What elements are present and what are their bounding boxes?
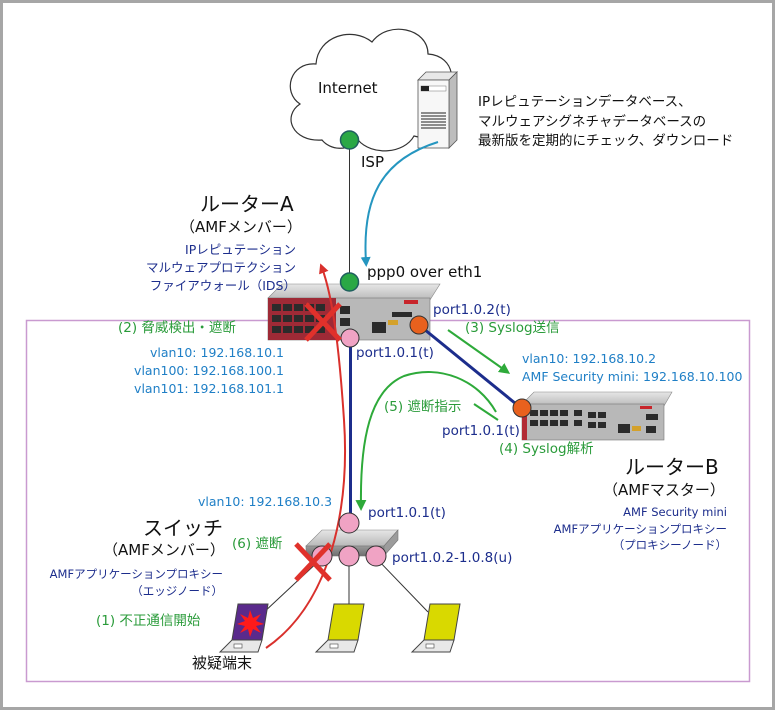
router-a-port1-0-1-label: port1.0.1(t) <box>356 345 434 361</box>
router-b-device <box>521 391 673 441</box>
switch-feature: （エッジノード） <box>131 583 223 598</box>
router-b-feature: （プロキシーノード） <box>612 538 727 553</box>
internet-label: Internet <box>318 79 378 97</box>
step-5-label: (5) 遮断指示 <box>384 399 462 415</box>
switch-role: （AMFメンバー） <box>103 541 225 559</box>
router-a-vlan: vlan101: 192.168.101.1 <box>134 381 284 397</box>
router-b-features: AMF Security mini AMFアプリケーションプロキシー （プロキシ… <box>554 504 727 554</box>
block-mark-router-a-icon <box>304 302 342 342</box>
router-a-vlans: vlan10: 192.168.10.1 vlan100: 192.168.10… <box>134 344 284 398</box>
step-2-label: (2) 脅威検出・遮断 <box>118 320 236 336</box>
switch-port1-0-4 <box>365 545 387 567</box>
laptop-2-icon <box>314 603 365 653</box>
router-a-name: ルーターA <box>200 192 294 216</box>
router-a-port1-0-2-label: port1.0.2(t) <box>433 302 511 318</box>
router-a-feature: マルウェアプロテクション <box>145 260 296 276</box>
suspect-terminal-label: 被疑端末 <box>192 654 253 672</box>
internet-cloud-icon <box>289 28 453 152</box>
trunk-router-a-to-router-b <box>418 323 522 410</box>
router-a-role: （AMFメンバー） <box>180 218 302 236</box>
step-1-label: (1) 不正通信開始 <box>96 613 201 629</box>
router-a-port1-0-2 <box>409 315 429 335</box>
router-b-port1-0-1 <box>512 398 532 418</box>
block-mark-switch-icon <box>294 542 332 582</box>
update-description-line: 最新版を定期的にチェック、ダウンロード <box>478 133 734 150</box>
router-b-vlan: AMF Security mini: 192.168.10.100 <box>522 369 743 385</box>
step-3-label: (3) Syslog送信 <box>465 320 560 336</box>
router-b-port-label: port1.0.1(t) <box>442 423 520 439</box>
update-server-icon <box>417 71 458 149</box>
block-instruction-arrow <box>355 371 497 511</box>
access-link-1 <box>261 557 323 615</box>
switch-vlan: vlan10: 192.168.10.3 <box>198 494 333 509</box>
router-b-feature: AMF Security mini <box>623 505 727 519</box>
update-description-line: IPレピュテーションデータベース、 <box>478 94 692 110</box>
router-a-features: IPレピュテーション マルウェアプロテクション ファイアウォール（IDS） <box>146 241 296 295</box>
router-a-wan-port-label: ppp0 over eth1 <box>367 263 483 281</box>
access-link-3 <box>375 557 429 613</box>
router-b-vlans: vlan10: 192.168.10.2 AMF Security mini: … <box>522 350 742 386</box>
download-arrow <box>360 141 439 267</box>
router-b-role: （AMFマスター） <box>603 481 725 499</box>
router-b-vlan: vlan10: 192.168.10.2 <box>522 351 657 366</box>
suspect-laptop-icon <box>218 603 269 653</box>
router-a-feature: IPレピュテーション <box>185 242 296 257</box>
router-a-vlan: vlan10: 192.168.10.1 <box>149 345 284 360</box>
router-b-name: ルーターB <box>625 455 719 479</box>
step-4-label: (4) Syslog解析 <box>499 441 594 457</box>
router-b-feature: AMFアプリケーションプロキシー <box>553 521 727 536</box>
switch-uplink-port-label: port1.0.1(t) <box>368 505 446 521</box>
update-description-line: マルウェアシグネチャデータベースの <box>478 113 707 130</box>
isp-label: ISP <box>361 153 384 171</box>
syslog-analyze-arrow <box>473 403 499 421</box>
update-description: IPレピュテーションデータベース、 マルウェアシグネチャデータベースの 最新版を… <box>478 93 733 152</box>
router-a-wan-port <box>339 272 360 292</box>
step-6-label: (6) 遮断 <box>232 536 283 552</box>
switch-port1-0-1 <box>338 512 360 534</box>
switch-access-ports-label: port1.0.2-1.0.8(u) <box>392 550 513 566</box>
router-a-vlan: vlan100: 192.168.100.1 <box>134 363 284 379</box>
isp-port <box>339 130 360 150</box>
syslog-send-arrow <box>447 329 511 374</box>
switch-feature: AMFアプリケーションプロキシー <box>49 567 223 581</box>
laptop-3-icon <box>410 603 461 653</box>
switch-name: スイッチ <box>143 516 223 540</box>
switch-features: AMFアプリケーションプロキシー （エッジノード） <box>50 566 223 599</box>
switch-port1-0-3 <box>338 545 360 567</box>
router-a-feature: ファイアウォール（IDS） <box>149 278 296 294</box>
